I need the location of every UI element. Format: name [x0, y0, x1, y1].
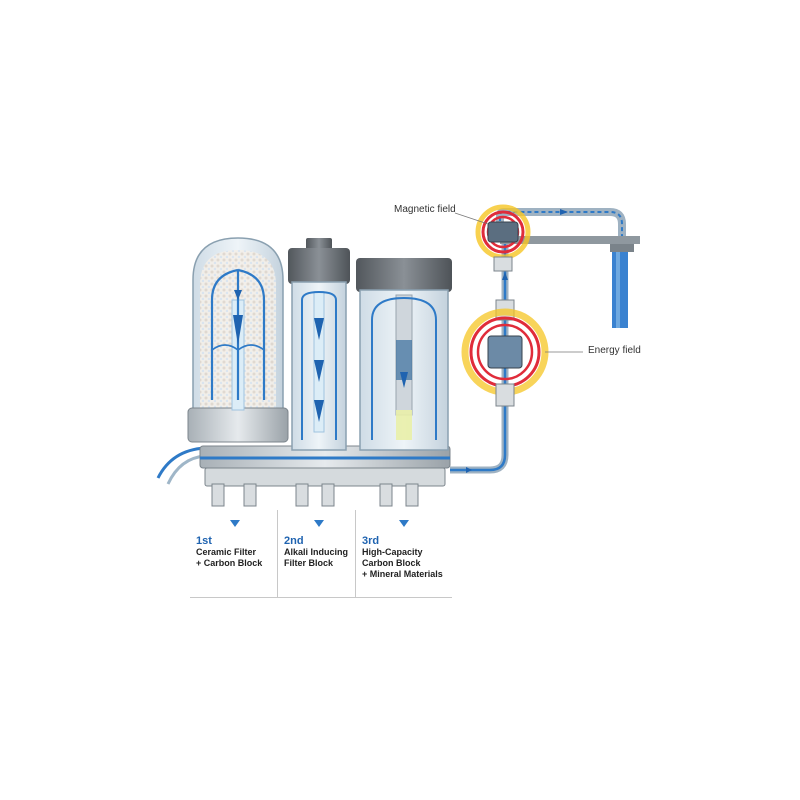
stage-divider — [277, 510, 278, 598]
stage-2-number: 2nd — [284, 535, 304, 547]
stage-1-number: 1st — [196, 535, 212, 547]
magnetic-field-label: Magnetic field — [394, 204, 456, 215]
base-manifold — [199, 445, 451, 507]
stage-1: 1st Ceramic Filter + Carbon Block — [196, 510, 276, 600]
stage-2-description: Alkali Inducing Filter Block — [284, 547, 349, 568]
stage-3: 3rd High-Capacity Carbon Block + Mineral… — [362, 510, 454, 600]
filter-1-ceramic-carbon — [187, 237, 289, 443]
stage-2: 2nd Alkali Inducing Filter Block — [284, 510, 354, 600]
stage-1-description: Ceramic Filter + Carbon Block — [196, 547, 263, 568]
energy-field-unit — [461, 299, 549, 407]
stage-3-description: High-Capacity Carbon Block + Mineral Mat… — [362, 547, 443, 579]
filter-3-high-capacity — [356, 258, 452, 451]
filter-2-alkali — [288, 238, 350, 451]
outlet-pipe — [450, 208, 626, 474]
stage-1-marker — [230, 520, 240, 527]
magnetic-field-leader — [454, 212, 489, 225]
magnetic-field-unit — [475, 204, 531, 272]
inlet-hoses — [156, 446, 206, 485]
stage-2-marker — [314, 520, 324, 527]
stage-divider — [355, 510, 356, 598]
stage-baseline — [190, 597, 452, 598]
stage-3-number: 3rd — [362, 535, 380, 547]
stage-3-marker — [399, 520, 409, 527]
energy-field-label: Energy field — [588, 345, 641, 356]
faucet-spout — [500, 236, 640, 328]
